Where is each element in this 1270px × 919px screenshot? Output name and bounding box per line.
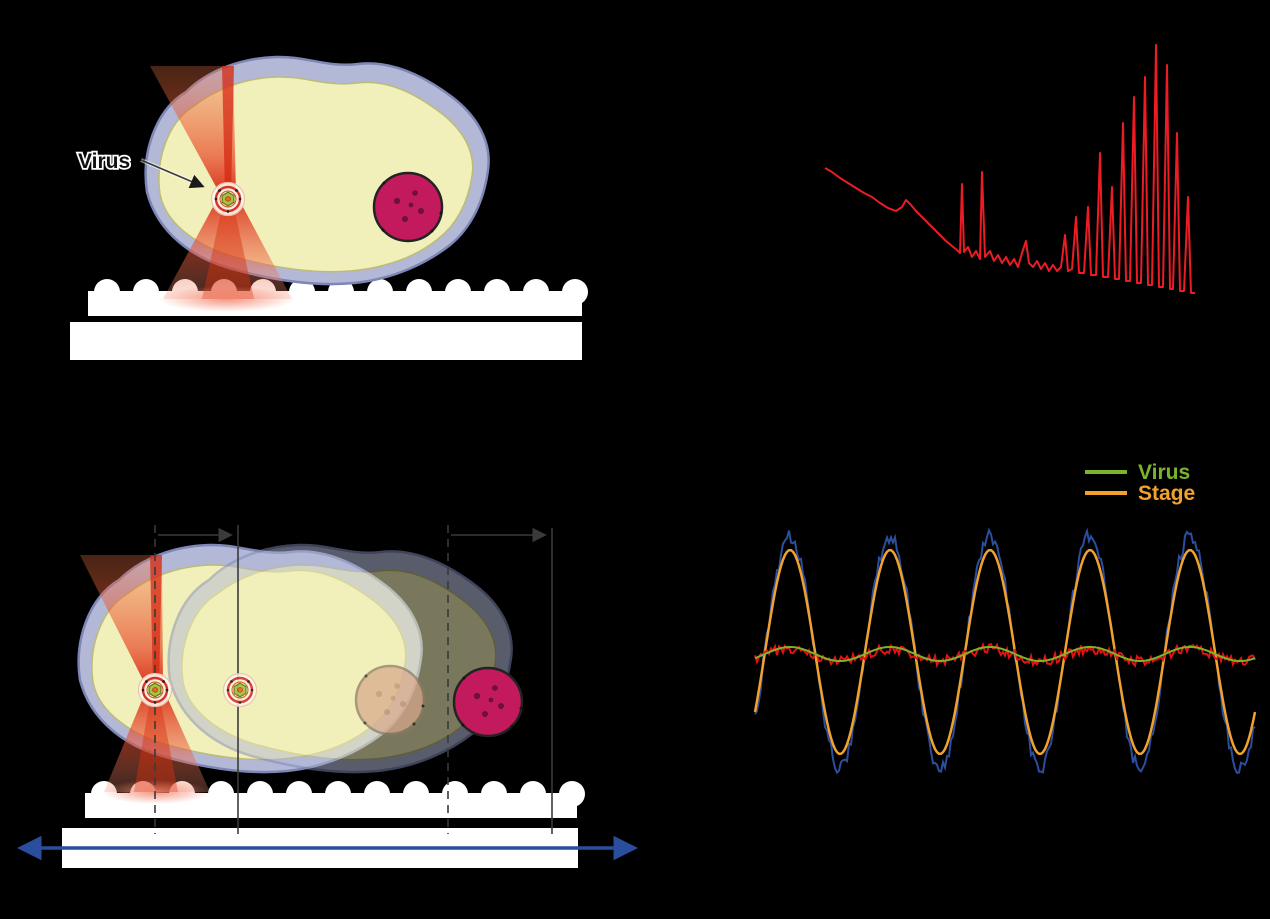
trace-virus-raw xyxy=(754,641,1256,669)
cell-displaced xyxy=(167,543,513,774)
laser-beam xyxy=(80,555,210,804)
nucleus xyxy=(372,171,444,243)
panel-traces: Virus Stage xyxy=(753,461,1257,775)
substrate xyxy=(70,279,588,360)
traces xyxy=(753,527,1257,775)
legend-virus-label: Virus xyxy=(1138,461,1190,484)
virus-label: Virus xyxy=(78,150,130,173)
spectrum-trace xyxy=(824,44,1195,294)
beam-splash xyxy=(102,780,210,804)
panel-oscillation-diagram xyxy=(17,525,638,868)
legend: Virus Stage xyxy=(1085,461,1195,505)
trace-virus-fit xyxy=(754,646,1256,662)
panel-spectrum xyxy=(824,44,1195,294)
beam-splash xyxy=(159,286,295,312)
trace-stage-fit xyxy=(753,548,1257,756)
legend-stage-label: Stage xyxy=(1138,482,1195,505)
nucleus-original xyxy=(354,664,426,736)
laser-beam xyxy=(150,66,295,312)
virus-icon-displaced xyxy=(222,672,258,708)
virus-icon-trapped xyxy=(137,672,173,708)
virus-annotation: Virus xyxy=(76,148,205,189)
virus-icon xyxy=(210,181,246,217)
panel-trap-diagram: Virus xyxy=(70,55,588,360)
nucleus-displaced xyxy=(452,666,524,738)
